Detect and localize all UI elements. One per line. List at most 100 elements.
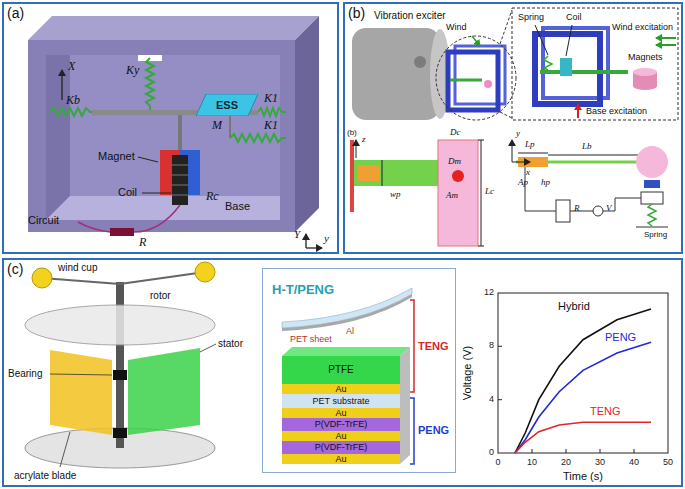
sub-letter: (b) <box>347 128 357 137</box>
mass-rod <box>229 115 231 138</box>
dimension-label: Dc <box>450 127 461 137</box>
harvester-detail <box>535 34 600 104</box>
side-schematic <box>641 192 663 204</box>
part-label: Spring <box>518 12 544 22</box>
side-schematic <box>593 206 603 216</box>
circuit-wire <box>78 205 180 232</box>
ptfe-layer: PTFE <box>282 356 400 384</box>
beam-schematic <box>481 140 482 246</box>
beam-schematic <box>358 165 380 181</box>
chart-axes <box>600 449 601 453</box>
wind-turbine <box>42 278 120 284</box>
harvester-detail <box>633 68 657 76</box>
layer-stack <box>282 288 412 464</box>
tick-label: 0 <box>489 447 494 457</box>
magnet-coil <box>172 165 188 166</box>
data-curve <box>515 309 651 453</box>
part-label: Coil <box>118 186 137 199</box>
layer-label: P(VDF-TrFE) <box>315 420 368 429</box>
side-schematic <box>570 211 593 212</box>
tick-label: 4 <box>489 394 494 404</box>
part-label: acrylate blade <box>14 470 76 482</box>
wind-turbine <box>128 348 200 435</box>
wind-turbine <box>120 272 205 284</box>
vibration-exciter <box>352 28 450 120</box>
housing-box <box>46 196 280 220</box>
tick-label: 8 <box>489 340 494 350</box>
tick-label: 10 <box>527 457 537 467</box>
mass-rod <box>92 110 258 150</box>
axis-title: Time (s) <box>563 470 603 483</box>
part-label: Magnets <box>628 52 663 62</box>
dimension-label: hp <box>541 177 550 187</box>
axis-label: x <box>526 167 530 177</box>
harvester-frame <box>448 52 498 110</box>
magnet-coil <box>172 185 188 186</box>
zoom-outline <box>436 8 678 120</box>
housing-box <box>28 16 319 232</box>
wind-arrow <box>656 44 676 46</box>
wind-arrow <box>656 38 676 45</box>
harvester-detail <box>566 25 572 56</box>
mass-rod <box>178 115 182 150</box>
layer-label: Al <box>346 326 354 336</box>
harvester-detail <box>633 82 657 90</box>
zoom-outline <box>500 10 512 44</box>
symbol-label: V <box>606 203 612 213</box>
zoom-outline <box>436 36 516 120</box>
spring-symbol <box>146 58 154 110</box>
layer-inset: H-T/PENGPTFEAuPET substrateAuP(VDF-TrFE)… <box>262 268 456 473</box>
layer-stack <box>282 294 412 331</box>
chart-axes <box>532 449 533 453</box>
harvester-detail <box>535 25 548 55</box>
part-label: Bearing <box>8 368 42 380</box>
leader-line <box>60 432 70 467</box>
au-layer: Au <box>282 408 400 418</box>
spring-label: Ky <box>126 64 139 78</box>
axis-arrow <box>305 234 306 248</box>
mass-label: M <box>212 119 222 133</box>
wind-arrow <box>472 36 480 46</box>
housing-box <box>28 16 319 40</box>
spring-symbol <box>230 134 286 142</box>
curve-label: Hybrid <box>558 300 590 313</box>
harvester-frame <box>484 80 492 88</box>
harvester-frame <box>450 79 482 82</box>
magnet-coil <box>172 175 188 176</box>
layer-label: PTFE <box>328 365 354 375</box>
axis-arrow <box>62 70 322 248</box>
chart-axes <box>498 399 502 400</box>
beam-schematic <box>382 160 383 186</box>
side-schematic <box>512 162 530 163</box>
layer-stack <box>400 347 410 464</box>
axis-label: Y <box>294 228 300 241</box>
dimension-label: Lc <box>485 186 494 196</box>
layer-label: P(VDF-TrFE) <box>315 443 368 452</box>
side-schematic <box>548 155 638 156</box>
panel-letter: (c) <box>7 262 23 276</box>
tick-label: 12 <box>484 287 494 297</box>
ess-label: ESS <box>216 100 238 111</box>
spring-label: K1 <box>264 92 278 106</box>
beam-schematic <box>354 160 438 186</box>
axis-label: X <box>68 60 75 74</box>
ess-shape <box>196 94 258 116</box>
side-schematic <box>636 227 668 228</box>
resistor-symbol <box>110 228 134 236</box>
axis-title: Voltage (V) <box>461 346 474 400</box>
layer-stack <box>282 347 410 356</box>
axis-arrow <box>306 247 322 248</box>
part-label: Magnet <box>98 150 135 163</box>
axis-arrow <box>61 70 62 100</box>
chart-axes <box>498 346 502 347</box>
group-label: PENG <box>418 424 449 437</box>
part-label: Wind <box>446 22 467 32</box>
panel-letter: (a) <box>7 6 24 20</box>
symbol-label: R <box>139 236 146 250</box>
beam-schematic <box>478 140 484 141</box>
axis-label: z <box>362 134 366 144</box>
au-layer: Au <box>282 384 400 394</box>
layer-label: PET substrate <box>313 397 370 406</box>
housing-box <box>28 40 295 232</box>
circuit-wire <box>134 205 180 232</box>
